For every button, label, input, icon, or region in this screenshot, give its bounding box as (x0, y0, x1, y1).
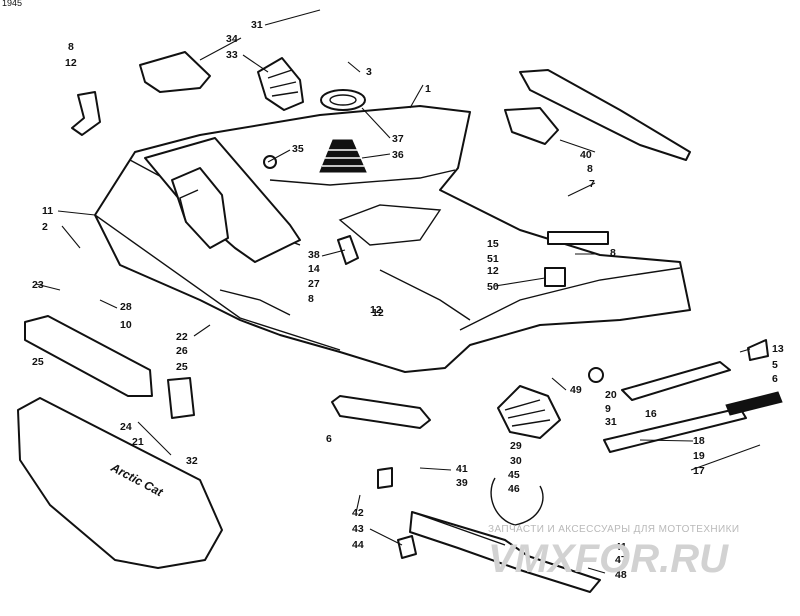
callout-22: 22 (176, 331, 188, 343)
nose-cone: Arctic Cat (17, 397, 223, 569)
callout-31: 31 (251, 19, 263, 31)
callout-42: 42 (352, 507, 364, 519)
callout-28: 28 (120, 301, 132, 313)
callout-47: 47 (615, 554, 627, 566)
callout-12: 12 (372, 307, 384, 319)
shock-bellows (497, 385, 561, 439)
callout-8: 8 (587, 163, 593, 175)
bellows-boot (319, 139, 367, 173)
callout-16: 16 (645, 408, 657, 420)
callout-19: 19 (693, 450, 705, 462)
callout-35: 35 (292, 143, 304, 155)
callout-41: 41 (456, 463, 468, 475)
footrest-panel (331, 395, 431, 429)
grommet (588, 367, 604, 383)
callout-7: 7 (589, 178, 595, 190)
callout-43: 43 (352, 523, 364, 535)
callout-6: 6 (326, 433, 332, 445)
watermark-site: VMXFOR.RU (488, 537, 729, 581)
callout-17: 17 (693, 465, 705, 477)
windshield-trim (504, 69, 691, 161)
callout-41: 41 (615, 541, 627, 553)
callout-12: 12 (65, 57, 77, 69)
callout-8: 8 (610, 247, 616, 259)
mount-bracket (71, 91, 101, 136)
callout-48: 48 (615, 569, 627, 581)
corner-mark: 1945 (2, 0, 22, 8)
callout-50: 50 (487, 281, 499, 293)
callout-26: 26 (176, 345, 188, 357)
callout-38: 38 (308, 249, 320, 261)
callout-20: 20 (605, 389, 617, 401)
steering-boot (257, 57, 304, 111)
callout-1: 1 (425, 83, 431, 95)
callout-3: 3 (366, 66, 372, 78)
reflector (725, 391, 783, 416)
callout-45: 45 (508, 469, 520, 481)
callout-36: 36 (392, 149, 404, 161)
callout-40: 40 (580, 149, 592, 161)
reflector-rail (603, 407, 747, 453)
hinge (747, 339, 769, 361)
gas-cap-ring (320, 89, 366, 111)
callout-34: 34 (226, 33, 238, 45)
hood-vent (139, 51, 211, 93)
trim-strip (547, 231, 609, 245)
callout-2: 2 (42, 221, 48, 233)
callout-25: 25 (176, 361, 188, 373)
callout-12: 12 (370, 304, 382, 316)
leader-lines (35, 9, 761, 574)
callout-39: 39 (456, 477, 468, 489)
bumper-block (544, 267, 566, 287)
callout-12: 12 (487, 265, 499, 277)
front-bumper (24, 315, 153, 397)
rubber-block (397, 535, 417, 559)
callout-8: 8 (68, 41, 74, 53)
ring (263, 155, 277, 169)
callout-15: 15 (487, 238, 499, 250)
gauge (337, 235, 359, 265)
clip (377, 467, 393, 489)
callout-25: 25 (32, 356, 44, 368)
console-housing (144, 137, 301, 263)
callout-14: 14 (308, 263, 320, 275)
callout-30: 30 (510, 455, 522, 467)
watermark-caption: ЗАПЧАСТИ И АКСЕССУАРЫ ДЛЯ МОТОТЕХНИКИ (488, 524, 739, 535)
callout-8: 8 (308, 293, 314, 305)
callout-24: 24 (120, 421, 132, 433)
callout-21: 21 (132, 436, 144, 448)
callout-49: 49 (570, 384, 582, 396)
callout-37: 37 (392, 133, 404, 145)
callout-33: 33 (226, 49, 238, 61)
callout-27: 27 (308, 278, 320, 290)
callout-32: 32 (186, 455, 198, 467)
callout-13: 13 (772, 343, 784, 355)
side-bracket (167, 377, 195, 419)
callout-10: 10 (120, 319, 132, 331)
callout-9: 9 (605, 403, 611, 415)
callout-31: 31 (605, 416, 617, 428)
callout-29: 29 (510, 440, 522, 452)
callout-46: 46 (508, 483, 520, 495)
callout-51: 51 (487, 253, 499, 265)
cable (490, 477, 544, 526)
callout-44: 44 (352, 539, 364, 551)
callout-11: 11 (42, 205, 53, 217)
running-board-rail (621, 361, 731, 401)
callout-6: 6 (772, 373, 778, 385)
callout-23: 23 (32, 279, 44, 291)
snow-flap-plate (409, 511, 601, 593)
callout-18: 18 (693, 435, 705, 447)
callout-5: 5 (772, 359, 778, 371)
